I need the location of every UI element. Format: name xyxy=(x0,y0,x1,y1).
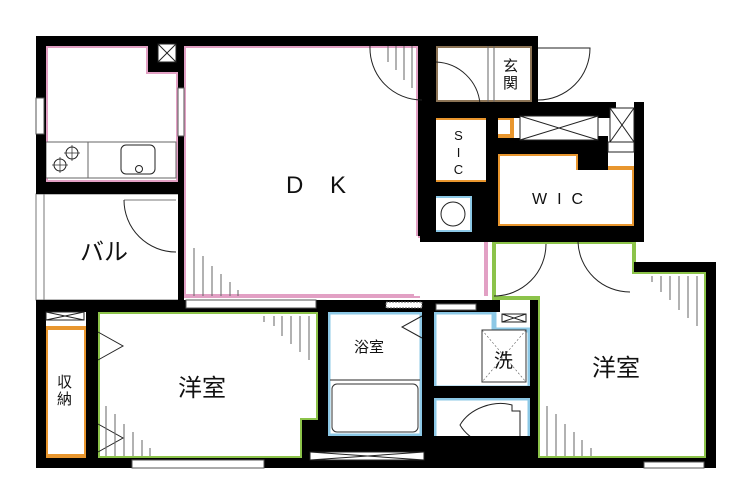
washroom xyxy=(431,309,533,391)
bathroom xyxy=(325,309,425,439)
bedroom-right-label: 洋室 xyxy=(592,354,640,382)
sink-icon xyxy=(120,144,156,175)
ventilation-icon xyxy=(45,43,635,461)
entrance-label: 玄関 xyxy=(501,58,519,92)
sic-label: SIC xyxy=(451,128,466,179)
sliding-door-hatch xyxy=(105,46,698,456)
drain-icon xyxy=(432,194,474,234)
storage-left-label: 収納 xyxy=(55,374,73,408)
bathroom-label: 浴室 xyxy=(354,338,385,356)
bedroom-left-label: 洋室 xyxy=(178,374,226,402)
washer-pan-icon xyxy=(481,329,527,383)
balcony-label: バル xyxy=(80,238,128,266)
balcony xyxy=(35,193,183,301)
wic-label: WIC xyxy=(532,191,594,208)
stove-icon xyxy=(52,145,80,173)
wic-room xyxy=(496,152,636,228)
dk-room xyxy=(182,44,488,298)
window-icon xyxy=(35,87,705,469)
door-swing-icon xyxy=(369,45,591,101)
dk-label: D K xyxy=(286,172,357,199)
washer-label: 洗 xyxy=(494,350,514,372)
